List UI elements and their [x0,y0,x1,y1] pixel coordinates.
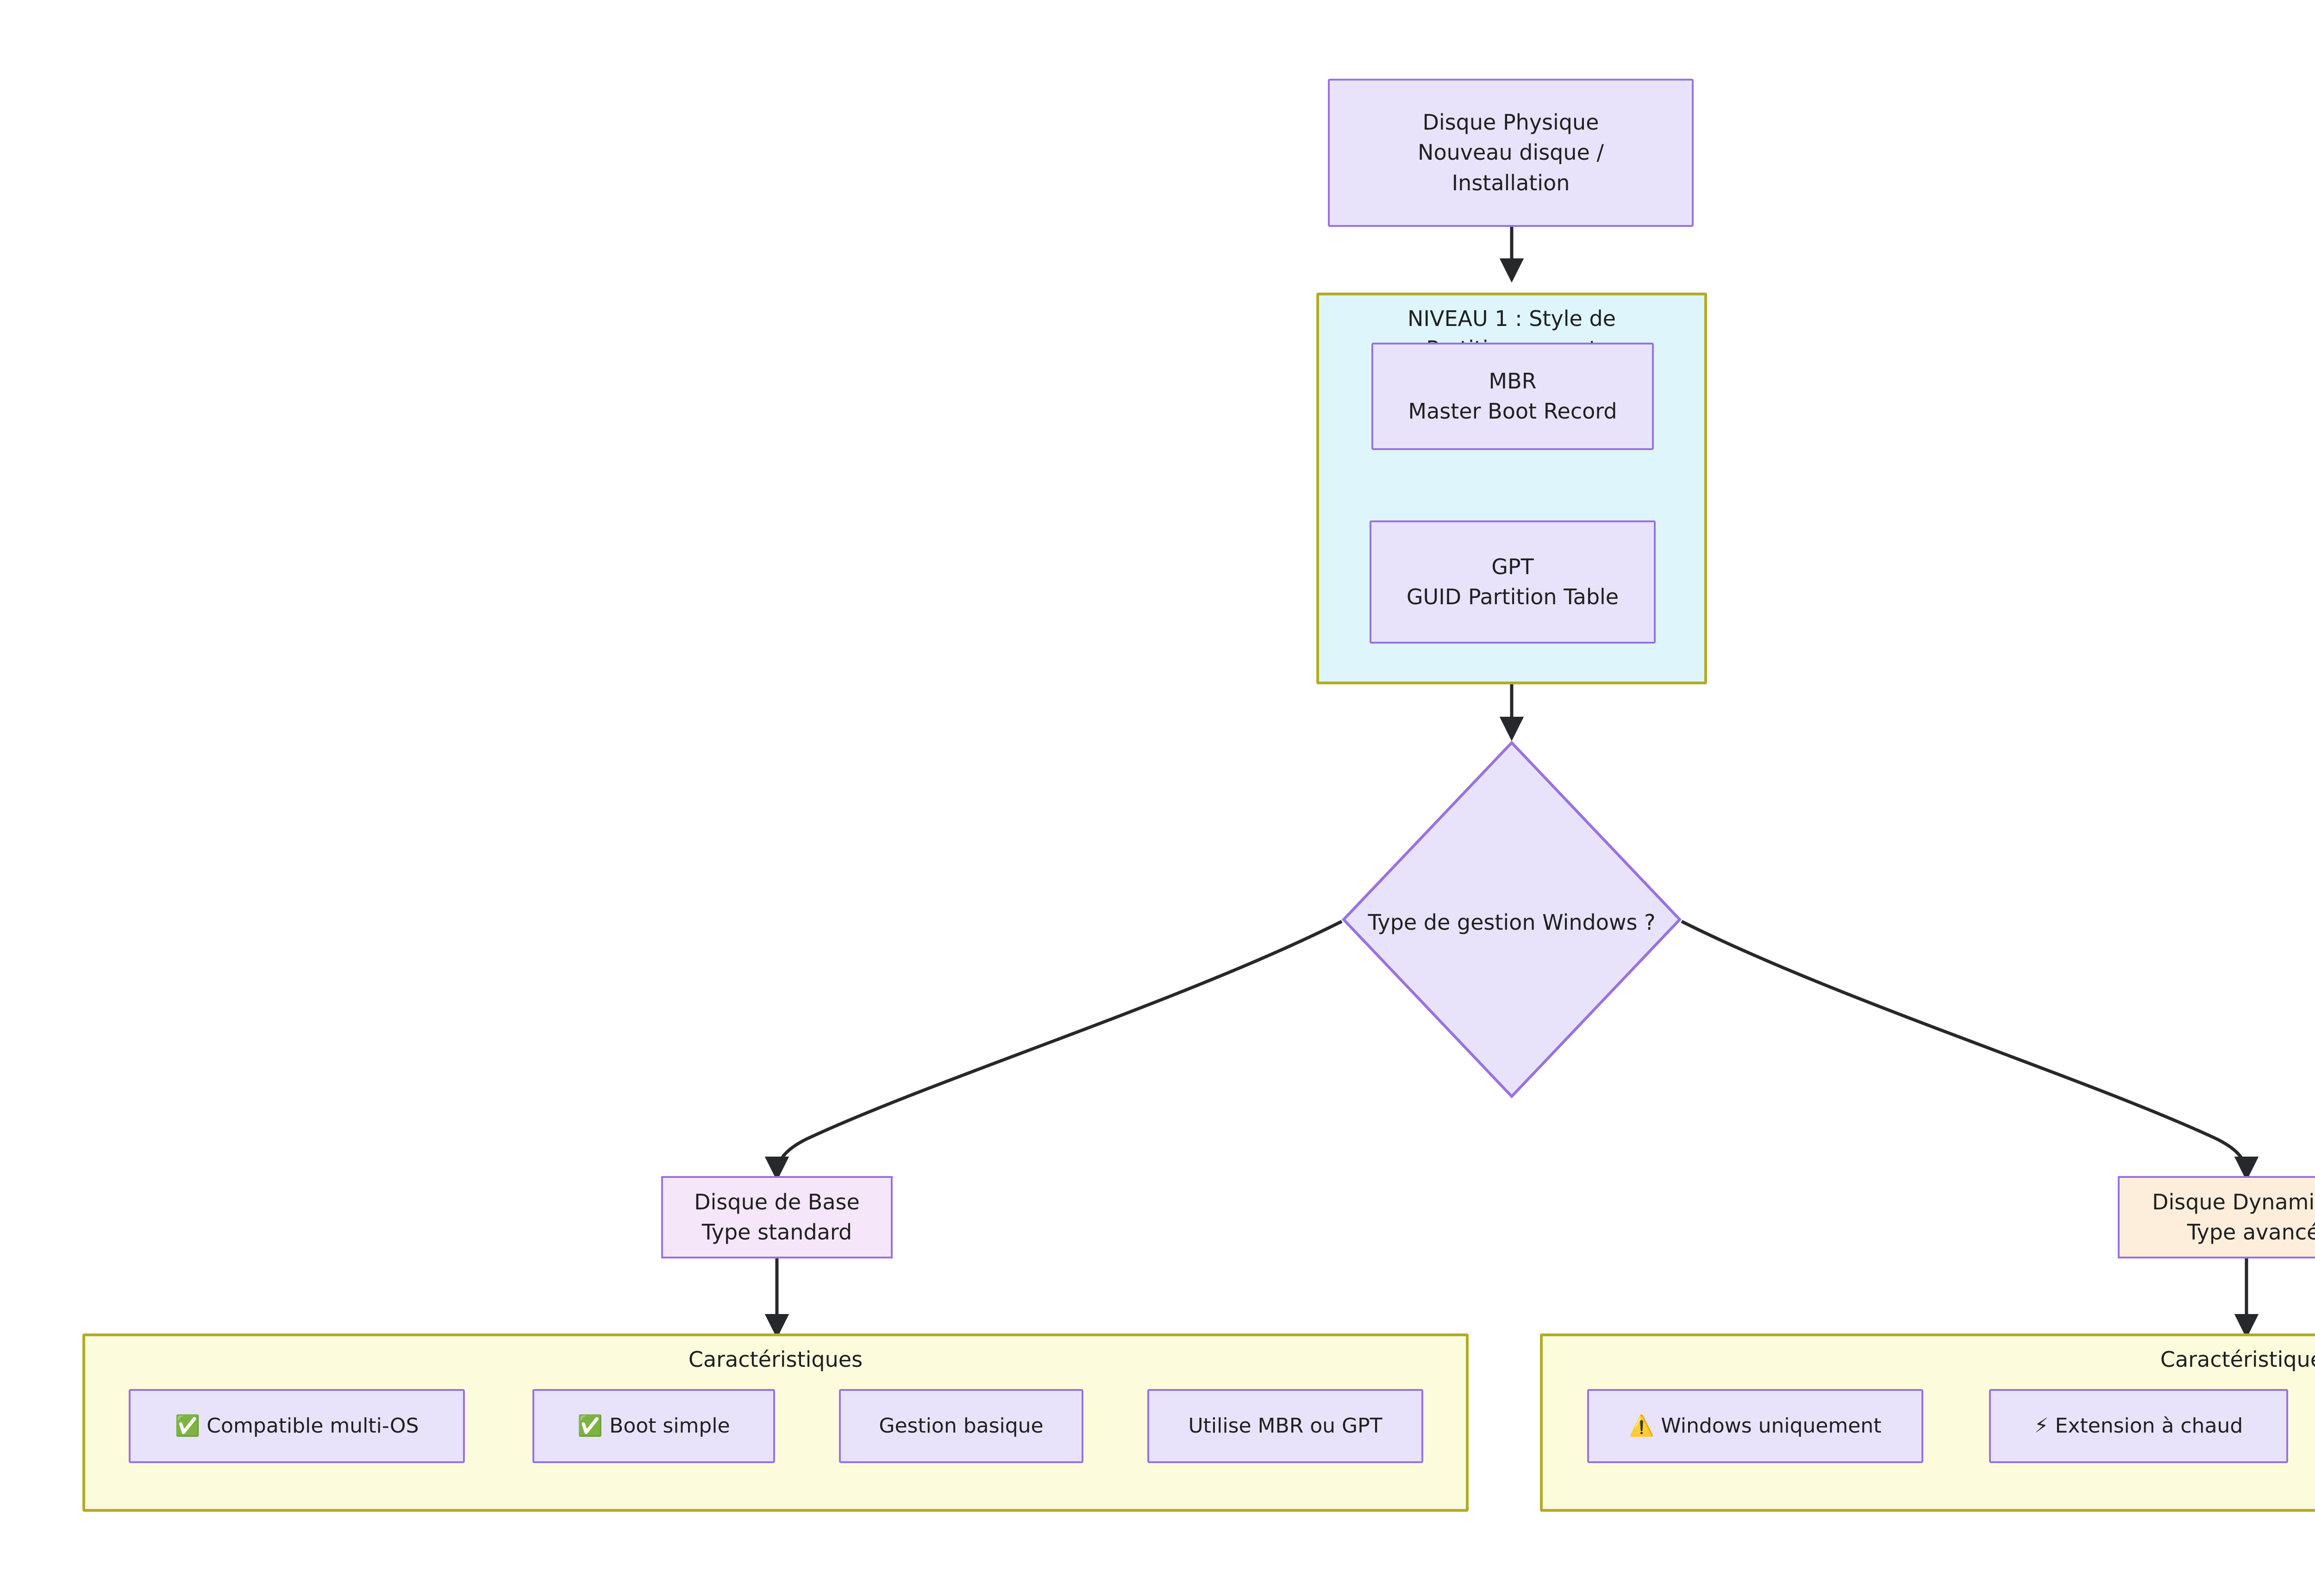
feature-boot-simple[interactable]: ✅ Boot simple [532,1389,775,1463]
check-mark-button-icon: ✅ [175,1414,200,1438]
check-mark-button-icon: ✅ [577,1414,603,1438]
node-gpt[interactable]: GPT GUID Partition Table [1370,520,1656,644]
feature-extension-a-chaud[interactable]: ⚡ Extension à chaud [1989,1389,2288,1463]
node-type-gestion-windows[interactable]: Type de gestion Windows ? [1342,741,1682,1098]
cluster-caracteristiques-base-label: Caractéristiques [688,1347,863,1372]
feature-utilise-mbr-ou-gpt-base[interactable]: Utilise MBR ou GPT [1147,1389,1423,1463]
node-disque-de-base[interactable]: Disque de Base Type standard [661,1176,893,1258]
node-type-gestion-windows-label: Type de gestion Windows ? [1368,910,1656,935]
node-mbr[interactable]: MBR Master Boot Record [1371,343,1654,450]
feature-compatible-multi-os[interactable]: ✅ Compatible multi-OS [129,1389,465,1463]
cluster-caracteristiques-dynamique-label: Caractéristiques [2160,1347,2315,1372]
edge-decision-to-base [764,920,1343,1181]
feature-label: Boot simple [609,1414,730,1438]
node-disque-dynamique[interactable]: Disque Dynamique Type avancé [2118,1176,2315,1258]
node-disque-physique[interactable]: Disque Physique Nouveau disque / Install… [1328,79,1694,227]
lightning-bolt-icon: ⚡ [2034,1414,2049,1438]
feature-label: Compatible multi-OS [206,1414,419,1438]
diamond-shape [1342,741,1682,1098]
edge-decision-to-dynamique [1681,920,2259,1181]
feature-gestion-basique[interactable]: Gestion basique [839,1389,1083,1463]
warning-icon: ⚠️ [1629,1414,1655,1438]
feature-windows-uniquement[interactable]: ⚠️ Windows uniquement [1587,1389,1923,1463]
feature-label: Windows uniquement [1661,1414,1882,1438]
feature-label: Extension à chaud [2055,1414,2243,1438]
